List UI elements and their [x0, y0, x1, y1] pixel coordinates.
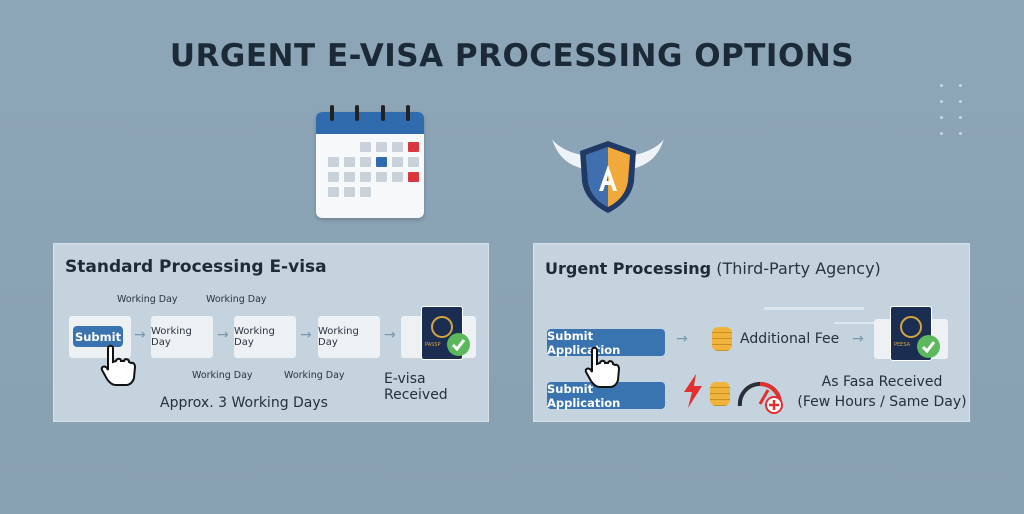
shield-wings-icon [552, 139, 664, 213]
standard-processing-panel: Standard Processing E-visa Submit → Work… [53, 243, 489, 422]
submit-application-button-1[interactable]: Submit Application [547, 329, 665, 357]
check-icon [917, 335, 940, 358]
working-day-step-1: Working Day [151, 316, 213, 358]
working-day-step-2: Working Day [234, 316, 296, 358]
calendar-icon [316, 112, 424, 218]
working-day-step-3: Working Day [318, 316, 380, 358]
calendar-cell [408, 142, 419, 152]
calendar-cell [408, 172, 419, 182]
standard-title: Standard Processing E-visa [65, 257, 327, 277]
top-working-day-label-2: Working Day [206, 294, 267, 305]
evisa-received-label: E-visa Received [384, 371, 448, 403]
check-icon [447, 333, 470, 356]
speedometer-icon [737, 381, 783, 414]
top-working-day-label-1: Working Day [117, 294, 178, 305]
calendar-cell [344, 157, 355, 167]
calendar-cell [360, 142, 371, 152]
calendar-cell [328, 172, 339, 182]
urgent-processing-panel: Urgent Processing (Third-Party Agency) S… [533, 243, 970, 422]
calendar-cell [328, 157, 339, 167]
fast-received-label: As Fasa Received(Few Hours / Same Day) [797, 374, 967, 410]
lightning-icon [684, 374, 702, 408]
additional-fee-label: Additional Fee [740, 331, 840, 347]
bottom-working-day-label-1: Working Day [192, 370, 253, 381]
calendar-cell [328, 187, 339, 197]
calendar-cell [360, 157, 371, 167]
hand-cursor-icon [100, 344, 136, 386]
calendar-cell [376, 157, 387, 167]
calendar-cell [360, 187, 371, 197]
coins-stack-icon [710, 382, 730, 406]
coins-icon [712, 327, 732, 351]
urgent-title: Urgent Processing (Third-Party Agency) [545, 259, 881, 278]
calendar-cell [360, 172, 371, 182]
calendar-cell [344, 187, 355, 197]
dots-decoration [940, 84, 962, 135]
calendar-cell [344, 172, 355, 182]
duration-label: Approx. 3 Working Days [160, 395, 328, 411]
calendar-cell [392, 157, 403, 167]
hand-cursor-icon [584, 346, 620, 388]
calendar-cell [376, 172, 387, 182]
calendar-cell [392, 142, 403, 152]
calendar-cell [392, 172, 403, 182]
page-title: URGENT E-VISA PROCESSING OPTIONS [169, 38, 855, 74]
calendar-cell [408, 157, 419, 167]
bottom-working-day-label-2: Working Day [284, 370, 345, 381]
calendar-cell [376, 142, 387, 152]
submit-button[interactable]: Submit [73, 326, 123, 347]
calendar-rings [330, 105, 410, 121]
